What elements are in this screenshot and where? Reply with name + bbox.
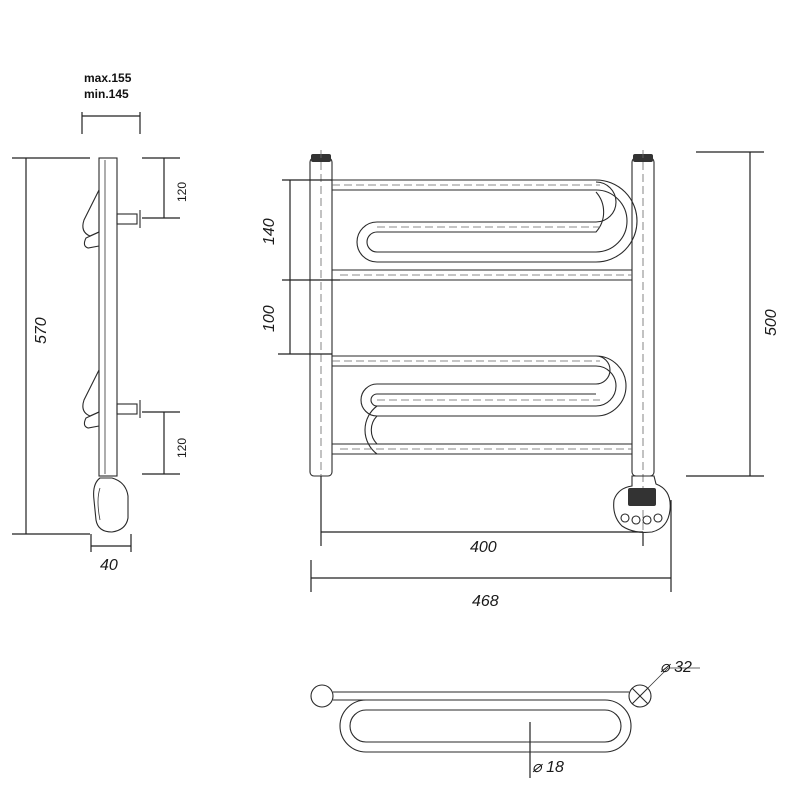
- top-loop-outer: [333, 691, 632, 753]
- front-view: 140 100 500 400 468: [261, 150, 780, 610]
- depth-min-label: min.145: [84, 87, 129, 101]
- depth-max-label: max.155: [84, 71, 132, 85]
- thermostat-button-3[interactable]: [642, 515, 652, 525]
- mount-lower-label: 120: [175, 438, 189, 458]
- lower-serpentine-tube: [332, 355, 627, 417]
- lower-bracket: [82, 369, 100, 417]
- top-right-riser: [628, 684, 652, 708]
- thermostat-button-4[interactable]: [653, 513, 663, 523]
- width-40-label: 40: [100, 557, 118, 574]
- side-view: max.155 min.145 570 120 120: [12, 71, 189, 574]
- top-view: ⌀ 32 ⌀ 18: [310, 659, 700, 778]
- thermostat-display: [628, 488, 656, 506]
- top-left-riser: [310, 684, 334, 708]
- axis-width-400-label: 400: [470, 539, 497, 556]
- upper-bracket: [82, 189, 100, 237]
- mount-upper-label: 120: [175, 182, 189, 202]
- height-500-label: 500: [763, 309, 780, 336]
- riser-diameter-label: ⌀ 32: [660, 659, 692, 676]
- upper-serpentine-tube: [332, 179, 638, 263]
- thermostat-button-2[interactable]: [631, 515, 641, 525]
- tube-diameter-label: ⌀ 18: [532, 759, 564, 776]
- overall-width-468-label: 468: [472, 593, 499, 610]
- spacing-140-label: 140: [261, 218, 278, 245]
- spacing-100-label: 100: [261, 305, 278, 332]
- thermostat-button-1[interactable]: [620, 513, 630, 523]
- front-thermostat: [613, 475, 671, 533]
- side-riser-tube: [98, 157, 118, 477]
- height-570-label: 570: [33, 317, 50, 344]
- side-thermostat: [93, 477, 129, 533]
